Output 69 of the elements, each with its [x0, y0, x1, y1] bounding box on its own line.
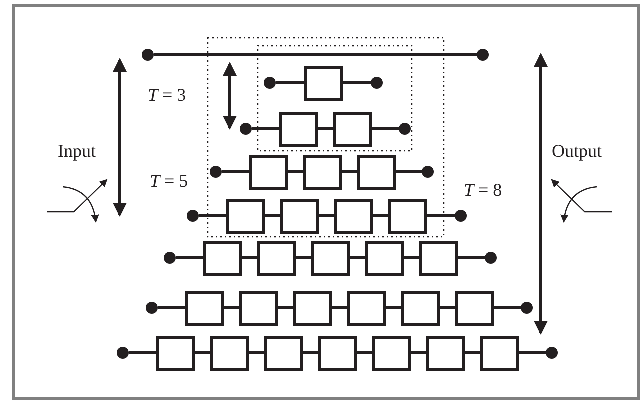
diagram-label: Input [58, 142, 96, 160]
diagram-label: T = 3 [148, 86, 186, 104]
unit-square [333, 112, 372, 146]
connector-line [195, 352, 210, 354]
unit-square [210, 336, 249, 370]
unit-square [226, 198, 265, 234]
unit-square [357, 154, 396, 190]
unit-square [264, 336, 303, 370]
connector-line [242, 256, 257, 260]
unit-square [203, 240, 242, 276]
connector-line [278, 306, 293, 310]
connector-line [465, 352, 480, 354]
connector-line [372, 128, 399, 130]
connector-line [427, 214, 455, 218]
connector-line [296, 256, 311, 260]
connector-line [319, 214, 334, 218]
connector-line [411, 352, 426, 354]
unit-square [304, 66, 343, 100]
unit-square [401, 290, 440, 326]
connector-line [224, 306, 239, 310]
unit-square [426, 336, 465, 370]
connector-line [252, 128, 279, 130]
connector-line [386, 306, 401, 310]
unit-square [303, 154, 342, 190]
connector-line [519, 352, 546, 354]
unit-square [293, 290, 332, 326]
unit-square [156, 336, 195, 370]
connector-line [318, 128, 333, 130]
connector-line [343, 82, 371, 84]
unit-square [455, 290, 494, 326]
unit-square [280, 198, 319, 234]
connector-line [396, 170, 422, 174]
connector-line [440, 306, 455, 310]
unit-square [318, 336, 357, 370]
connector-line [350, 256, 365, 260]
unit-square [257, 240, 296, 276]
connector-line [458, 256, 485, 260]
connector-line [158, 306, 185, 310]
unit-square [249, 154, 288, 190]
unit-square [334, 198, 373, 234]
unit-square [185, 290, 224, 326]
unit-square [419, 240, 458, 276]
connector-line [332, 306, 347, 310]
connector-line [288, 170, 303, 174]
diagram-label: Output [552, 142, 602, 160]
connector-line [342, 170, 357, 174]
connector-line [265, 214, 280, 218]
connector-line [276, 82, 304, 84]
connector-line [249, 352, 264, 354]
connector-line [154, 54, 477, 56]
unit-square [388, 198, 427, 234]
unit-square [372, 336, 411, 370]
connector-line [373, 214, 388, 218]
connector-line [494, 306, 521, 310]
unit-square [239, 290, 278, 326]
unit-square [347, 290, 386, 326]
connector-line [222, 170, 249, 174]
unit-square [279, 112, 318, 146]
unit-square [365, 240, 404, 276]
diagram-label: T = 8 [464, 181, 502, 199]
unit-square [311, 240, 350, 276]
connector-line [129, 352, 156, 354]
connector-line [404, 256, 419, 260]
connector-line [303, 352, 318, 354]
connector-line [176, 256, 203, 260]
connector-line [199, 214, 226, 218]
unit-square [480, 336, 519, 370]
connector-line [357, 352, 372, 354]
diagram-label: T = 5 [150, 172, 188, 190]
